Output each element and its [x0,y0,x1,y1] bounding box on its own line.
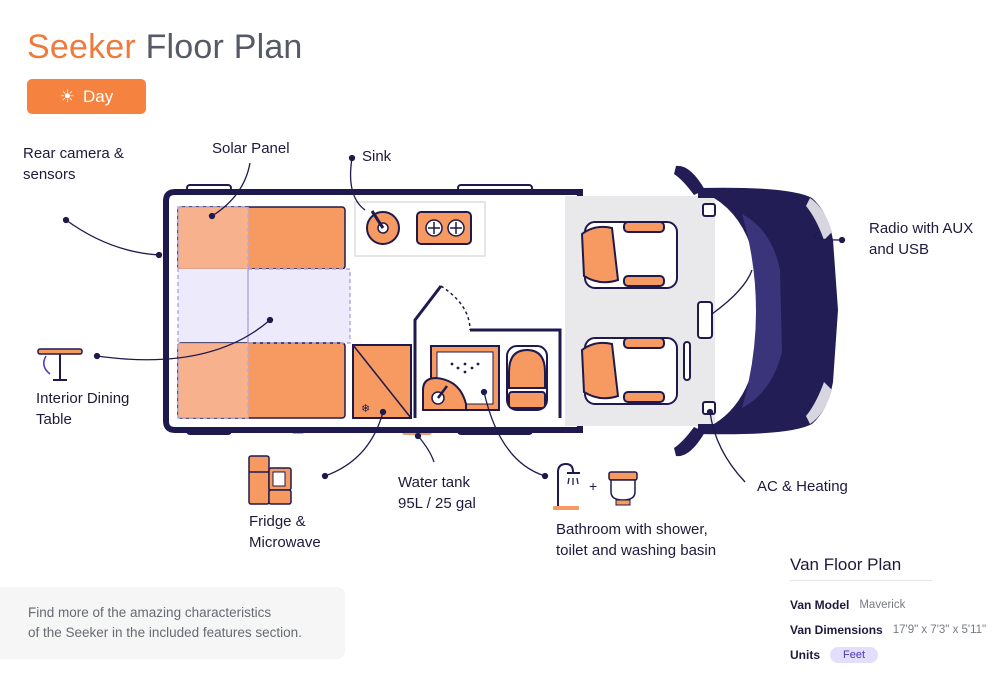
sun-icon: ☀ [59,87,75,106]
label-bathroom: Bathroom with shower,toilet and washing … [556,521,717,559]
features-info-box: Find more of the amazing characteristics… [0,587,345,659]
rear-beds [177,206,351,419]
specs-divider [790,580,932,581]
label-sink: Sink [362,148,392,165]
label-ac-heating: AC & Heating [757,478,848,495]
water-capacity: 95L / 25 gal [398,495,476,512]
fridge-unit: ❄ [352,344,412,419]
fridge-microwave-icon [248,455,292,505]
spec-model-label: Van Model [790,598,850,612]
leader-lines [62,154,846,483]
headlight-top [806,198,832,240]
units-toggle[interactable]: Feet [830,647,879,663]
label-solar-panel: Solar Panel [212,140,290,157]
spec-row-dimensions: Van Dimensions 17'9" x 7'3" x 5'11" [790,623,986,637]
driver-seat [580,221,678,289]
day-mode-label: Day [83,86,114,106]
label-fridge-microwave: Fridge &Microwave [249,513,321,551]
label-rear-camera: Rear camera &sensors [23,145,124,183]
info-line-2: of the Seeker in the included features s… [28,625,302,640]
sink-basin [366,210,400,245]
headlight-bottom [806,382,832,424]
page-title: Seeker Floor Plan [27,28,303,66]
shower-icon [553,462,580,510]
label-water-tank: Water tank 95L / 25 gal [398,474,476,512]
dash-radio [697,301,713,339]
bathroom-walls [413,285,562,418]
spec-units-label: Units [790,648,820,662]
toilet-icon [608,471,638,506]
mirror-top [674,165,705,195]
spec-row-units: Units Feet [790,647,879,663]
dash-vent-top [702,203,716,217]
cooktop [416,211,472,245]
windshield [742,214,782,408]
washing-basin [422,376,467,411]
spec-dimensions-value: 17'9" x 7'3" x 5'11" [892,624,987,636]
day-mode-button[interactable]: ☀ Day [27,79,146,114]
toilet [506,345,548,411]
bathroom-door-swing [440,285,471,331]
passenger-seat [580,337,678,405]
plus-sign: + [589,478,597,494]
spec-row-model: Van Model Maverick [790,598,905,612]
svg-text:❄: ❄ [361,402,370,415]
handbrake [683,341,691,381]
spec-dimensions-label: Van Dimensions [790,623,883,637]
dining-table-icon [37,348,83,381]
info-line-1: Find more of the amazing characteristics [28,605,272,620]
specs-title: Van Floor Plan [790,555,902,574]
spec-model-value: Maverick [859,599,906,611]
mirror-bottom [674,427,705,457]
